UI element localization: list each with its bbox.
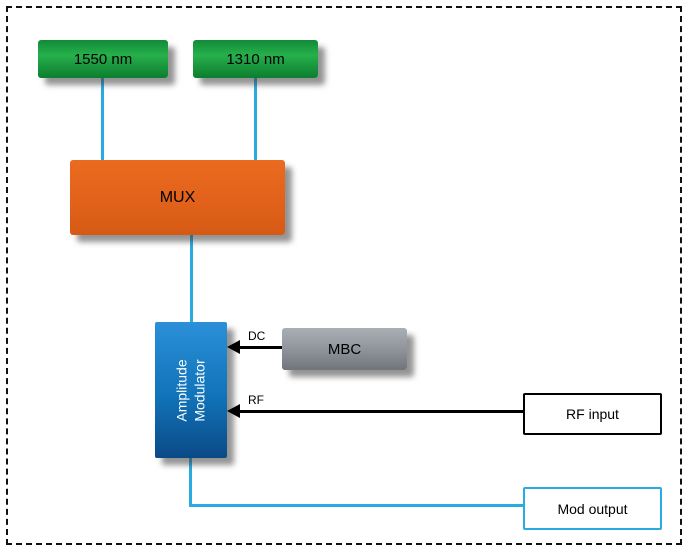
node-laser-1310nm: 1310 nm bbox=[193, 40, 318, 78]
node-mux-label: MUX bbox=[159, 188, 196, 206]
rf-arrowhead-icon bbox=[227, 404, 240, 418]
node-rf-input-label: RF input bbox=[566, 406, 619, 422]
node-laser-1550nm: 1550 nm bbox=[38, 40, 168, 78]
fiber-line-mux-to-modulator bbox=[190, 235, 193, 322]
node-mbc-label: MBC bbox=[327, 340, 362, 358]
output-line-vertical bbox=[189, 458, 192, 507]
node-amplitude-modulator-label: Amplitude Modulator bbox=[173, 358, 208, 422]
node-mod-output-label: Mod output bbox=[557, 500, 628, 517]
fiber-line-1550-to-mux bbox=[101, 78, 104, 160]
dc-arrow-line bbox=[238, 346, 282, 349]
rf-arrow-line bbox=[238, 410, 523, 413]
dc-arrowhead-icon bbox=[227, 340, 240, 354]
dashed-border bbox=[6, 6, 682, 545]
dc-signal-label: DC bbox=[248, 329, 266, 343]
node-amplitude-modulator: Amplitude Modulator bbox=[155, 322, 227, 458]
node-rf-input: RF input bbox=[523, 393, 662, 435]
node-laser-1310nm-label: 1310 nm bbox=[226, 50, 285, 68]
node-laser-1550nm-label: 1550 nm bbox=[73, 50, 133, 68]
fiber-line-1310-to-mux bbox=[254, 78, 257, 160]
output-line-horizontal bbox=[189, 504, 525, 507]
node-mod-output: Mod output bbox=[523, 487, 662, 530]
node-mux: MUX bbox=[70, 160, 285, 235]
rf-signal-label: RF bbox=[248, 393, 264, 407]
node-mbc: MBC bbox=[282, 328, 407, 370]
